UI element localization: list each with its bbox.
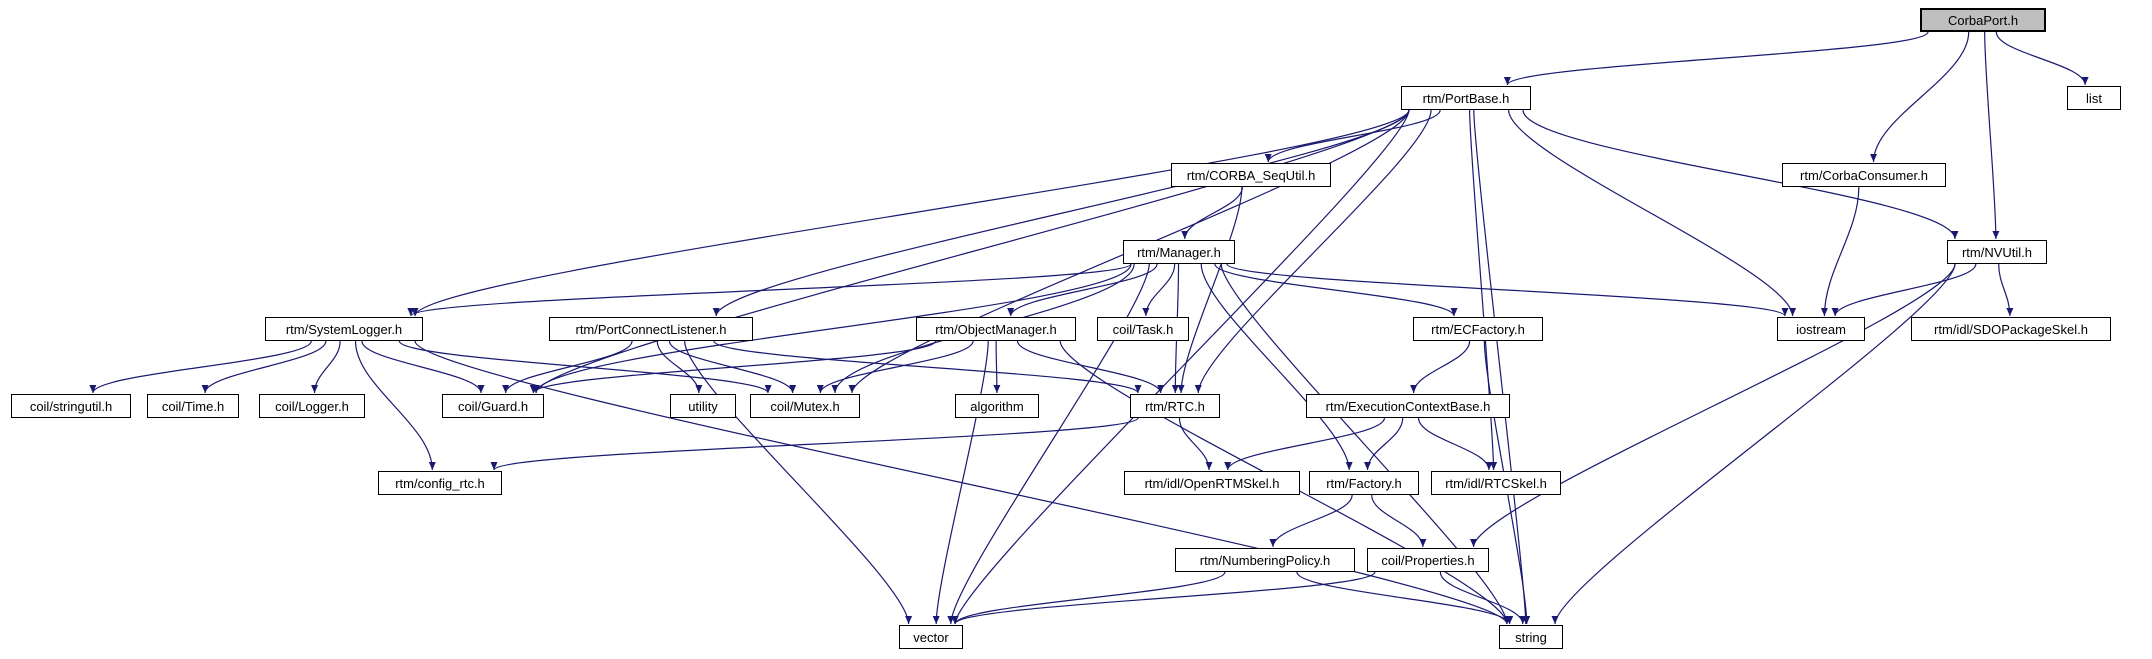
node-mutex[interactable]: coil/Mutex.h xyxy=(750,394,860,418)
edge-numberingpolicy-vector xyxy=(951,571,1226,625)
edge-properties-vector xyxy=(951,571,1376,625)
node-time[interactable]: coil/Time.h xyxy=(147,394,239,418)
edge-systemlogger-mutex xyxy=(398,340,772,394)
node-objectmanager[interactable]: rtm/ObjectManager.h xyxy=(916,317,1076,341)
edge-corba_sequtil-manager xyxy=(1181,186,1243,240)
edge-systemlogger-string xyxy=(414,340,1511,625)
edge-manager-task xyxy=(1142,263,1176,317)
edge-portbase-string xyxy=(1473,109,1530,625)
edge-manager-iostream xyxy=(1226,263,1789,317)
node-guard[interactable]: coil/Guard.h xyxy=(442,394,544,418)
edge-corbaport-list xyxy=(1995,31,2089,86)
edge-portbase-corba_sequtil xyxy=(1264,109,1441,163)
node-rtc[interactable]: rtm/RTC.h xyxy=(1130,394,1220,418)
node-corbaconsumer[interactable]: rtm/CorbaConsumer.h xyxy=(1782,163,1946,187)
node-algorithm: algorithm xyxy=(955,394,1039,418)
node-task[interactable]: coil/Task.h xyxy=(1097,317,1189,341)
node-numberingpolicy[interactable]: rtm/NumberingPolicy.h xyxy=(1175,548,1355,572)
node-config_rtc[interactable]: rtm/config_rtc.h xyxy=(378,471,502,495)
edge-rtc-openrtmskel xyxy=(1178,417,1213,471)
edge-objectmanager-vector xyxy=(932,340,989,625)
edge-manager-string xyxy=(1220,263,1511,625)
edge-portconnectlistener-rtc xyxy=(713,340,1142,394)
node-properties[interactable]: coil/Properties.h xyxy=(1367,548,1489,572)
node-vector: vector xyxy=(899,625,963,649)
node-corbaport: CorbaPort.h xyxy=(1920,8,2046,32)
edge-nvutil-string xyxy=(1551,263,1956,625)
node-list: list xyxy=(2067,86,2121,110)
edges-group xyxy=(89,31,2089,625)
edge-portconnectlistener-utility xyxy=(656,340,703,394)
edge-ecbase-openrtmskel xyxy=(1224,417,1386,471)
node-portbase[interactable]: rtm/PortBase.h xyxy=(1401,86,1531,110)
edge-nvutil-sdopackageskel xyxy=(1998,263,2014,317)
edge-factory-properties xyxy=(1371,494,1427,548)
edge-portbase-rtc xyxy=(1194,109,1432,394)
node-logger[interactable]: coil/Logger.h xyxy=(259,394,365,418)
edge-corbaport-nvutil xyxy=(1984,31,2000,240)
node-stringutil[interactable]: coil/stringutil.h xyxy=(11,394,131,418)
edge-manager-factory xyxy=(1200,263,1353,471)
edge-corbaconsumer-iostream xyxy=(1820,186,1860,317)
edge-systemlogger-time xyxy=(201,340,327,394)
edge-portbase-nvutil xyxy=(1522,109,1959,240)
edge-objectmanager-algorithm xyxy=(993,340,1001,394)
edge-portbase-iostream xyxy=(1508,109,1797,317)
node-portconnectlistener[interactable]: rtm/PortConnectListener.h xyxy=(549,317,753,341)
edge-properties-string xyxy=(1439,571,1527,625)
node-manager[interactable]: rtm/Manager.h xyxy=(1123,240,1235,264)
edge-portbase-rtcskel xyxy=(1469,109,1498,471)
edge-corbaport-portbase xyxy=(1504,31,1929,86)
edge-manager-systemlogger xyxy=(407,263,1132,317)
edge-rtc-config_rtc xyxy=(490,417,1139,471)
edge-portconnectlistener-guard xyxy=(502,340,633,394)
edge-systemlogger-guard xyxy=(361,340,485,394)
edge-portbase-guard xyxy=(532,109,1410,394)
edge-manager-objectmanager xyxy=(1007,263,1158,317)
edge-portbase-vector xyxy=(951,109,1410,625)
edge-systemlogger-stringutil xyxy=(89,340,312,394)
node-utility: utility xyxy=(670,394,736,418)
node-ecbase[interactable]: rtm/ExecutionContextBase.h xyxy=(1306,394,1510,418)
node-openrtmskel[interactable]: rtm/idl/OpenRTMSkel.h xyxy=(1124,471,1300,495)
edge-ecbase-factory xyxy=(1364,417,1404,471)
node-sdopackageskel[interactable]: rtm/idl/SDOPackageSkel.h xyxy=(1911,317,2111,341)
edge-portbase-systemlogger xyxy=(411,109,1410,317)
node-systemlogger[interactable]: rtm/SystemLogger.h xyxy=(265,317,423,341)
edge-manager-guard xyxy=(532,263,1132,394)
edge-corbaport-corbaconsumer xyxy=(1870,31,1970,163)
edge-numberingpolicy-string xyxy=(1296,571,1514,625)
node-rtcskel[interactable]: rtm/idl/RTCSkel.h xyxy=(1431,471,1561,495)
edge-manager-ecfactory xyxy=(1214,263,1458,317)
edge-nvutil-iostream xyxy=(1831,263,1977,317)
node-ecfactory[interactable]: rtm/ECFactory.h xyxy=(1413,317,1543,341)
edge-objectmanager-guard xyxy=(529,340,937,394)
edge-nvutil-properties xyxy=(1470,263,1956,548)
edge-manager-vector xyxy=(947,263,1150,625)
node-nvutil[interactable]: rtm/NVUtil.h xyxy=(1947,240,2047,264)
edge-portbase-portconnectlistener xyxy=(712,109,1410,317)
edge-systemlogger-logger xyxy=(311,340,341,394)
edge-objectmanager-mutex xyxy=(816,340,974,394)
edge-ecbase-rtcskel xyxy=(1417,417,1493,471)
node-factory[interactable]: rtm/Factory.h xyxy=(1309,471,1419,495)
node-iostream: iostream xyxy=(1777,317,1865,341)
edge-portconnectlistener-vector xyxy=(684,340,913,625)
edge-ecfactory-ecbase xyxy=(1410,340,1471,394)
edge-factory-numberingpolicy xyxy=(1269,494,1353,548)
node-corba_sequtil[interactable]: rtm/CORBA_SeqUtil.h xyxy=(1171,163,1331,187)
edge-systemlogger-config_rtc xyxy=(354,340,436,471)
node-string: string xyxy=(1499,625,1563,649)
edge-objectmanager-rtc xyxy=(1016,340,1165,394)
